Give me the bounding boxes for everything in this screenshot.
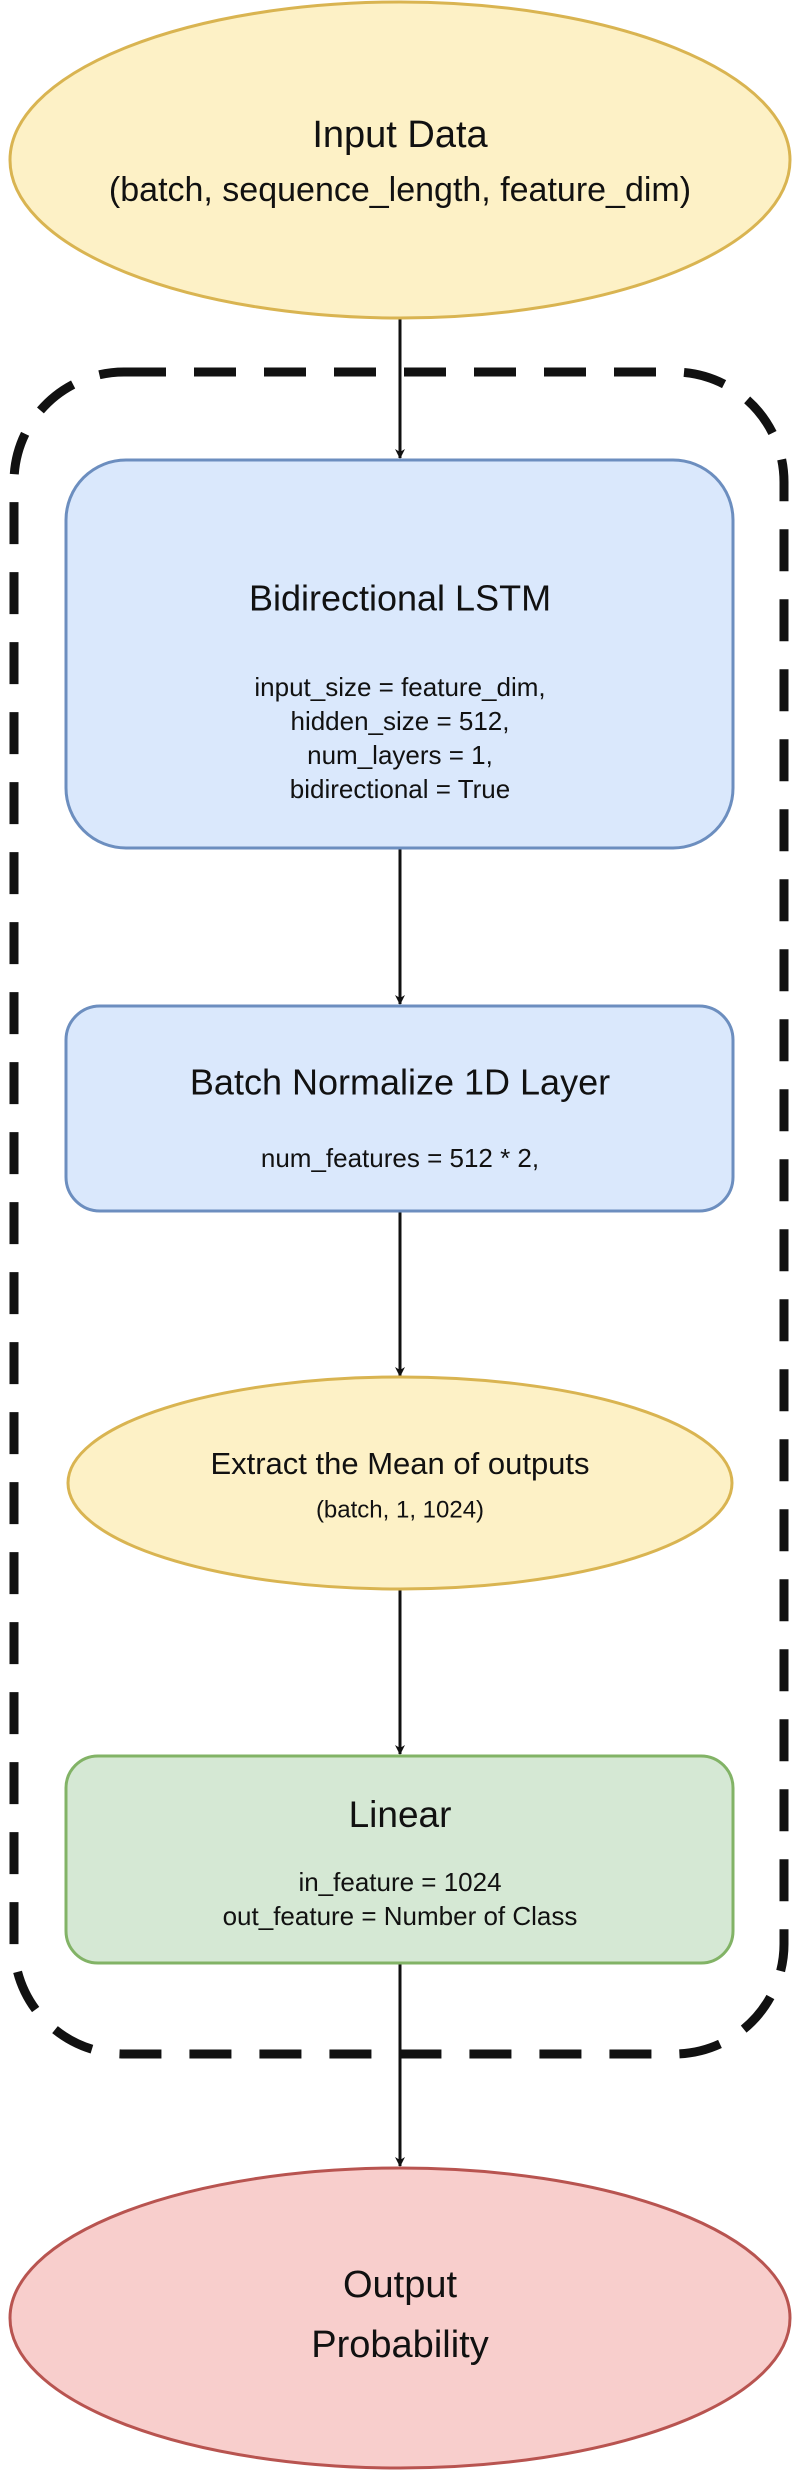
extract-mean-shape: [66, 1375, 734, 1591]
bidirectional-lstm-shape: [64, 458, 735, 850]
model-group-boundary: [9, 367, 789, 2059]
bidirectional-lstm-node: Bidirectional LSTM input_size = feature_…: [64, 458, 735, 850]
lstm-param-input-size: input_size = feature_dim,: [254, 672, 545, 702]
extract-mean-detail: (batch, 1, 1024): [316, 1496, 484, 1523]
linear-title: Linear: [349, 1794, 452, 1835]
batch-normalize-shape: [64, 1004, 735, 1213]
batch-normalize-title: Batch Normalize 1D Layer: [190, 1062, 610, 1103]
extract-mean-title: Extract the Mean of outputs: [210, 1446, 589, 1481]
input-data-node: Input Data (batch, sequence_length, feat…: [8, 0, 792, 320]
linear-node: Linear in_feature = 1024 out_feature = N…: [64, 1754, 735, 1965]
output-probability-line-1: Output: [343, 2264, 458, 2306]
lstm-param-bidirectional: bidirectional = True: [290, 774, 510, 804]
output-probability-line-2: Probability: [311, 2324, 488, 2366]
input-data-detail: (batch, sequence_length, feature_dim): [109, 171, 691, 209]
lstm-param-num-layers: num_layers = 1,: [307, 740, 493, 770]
batch-normalize-node: Batch Normalize 1D Layer num_features = …: [64, 1004, 735, 1213]
linear-param-out-feature: out_feature = Number of Class: [223, 1901, 578, 1931]
bidirectional-lstm-title: Bidirectional LSTM: [249, 578, 551, 619]
output-probability-shape: [8, 2166, 792, 2470]
linear-param-in-feature: in_feature = 1024: [298, 1867, 501, 1897]
lstm-param-hidden-size: hidden_size = 512,: [290, 706, 509, 736]
input-data-title: Input Data: [312, 114, 488, 156]
batchnorm-param-num-features: num_features = 512 * 2,: [261, 1143, 539, 1173]
linear-shape: [64, 1754, 735, 1965]
extract-mean-node: Extract the Mean of outputs (batch, 1, 1…: [66, 1375, 734, 1591]
input-data-shape: [8, 0, 792, 320]
output-probability-node: Output Probability: [8, 2166, 792, 2470]
